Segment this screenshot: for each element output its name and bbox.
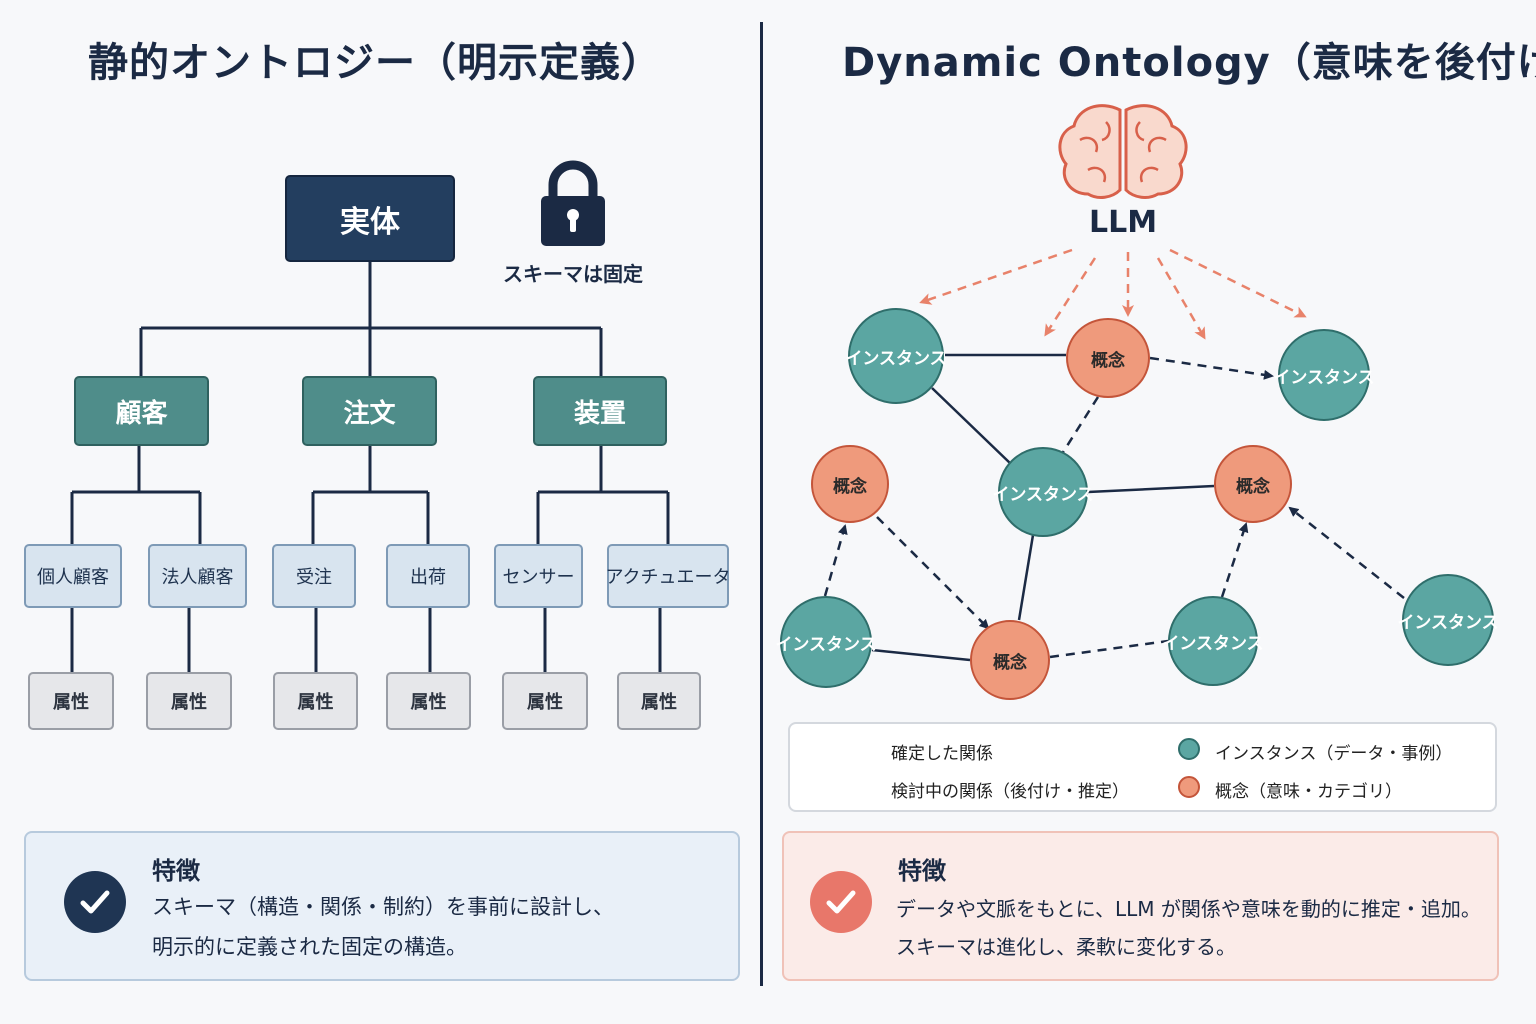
features-heading: 特徴 — [152, 857, 200, 885]
legend-dashed-label: 検討中の関係（後付け・推定） — [891, 782, 1129, 802]
sub-individual-customer: 個人顧客 — [24, 544, 122, 608]
attribute-node: 属性 — [502, 672, 588, 730]
concept-node: 概念 — [970, 620, 1050, 700]
legend-instance-swatch — [1178, 738, 1200, 760]
tentative-edges — [823, 356, 1405, 659]
brain-icon — [1058, 104, 1188, 199]
legend-concept-label: 概念（意味・カテゴリ） — [1215, 782, 1402, 802]
lock-label: スキーマは固定 — [503, 262, 643, 286]
attribute-node: 属性 — [617, 672, 701, 730]
instance-node: インスタンス — [992, 447, 1094, 537]
confirmed-edges — [871, 353, 1215, 662]
root-node: 実体 — [285, 175, 455, 262]
llm-label: LLM — [1089, 205, 1158, 240]
legend-solid-label: 確定した関係 — [891, 744, 993, 764]
llm-arrows — [919, 248, 1307, 340]
instance-node: インスタンス — [1397, 574, 1499, 666]
right-title: Dynamic Ontology（意味を後付け） — [842, 40, 1536, 86]
left-title: 静的オントロジー（明示定義） — [88, 40, 662, 86]
static-features-panel: 特徴 スキーマ（構造・関係・制約）を事前に設計し、 明示的に定義された固定の構造… — [24, 831, 740, 981]
instance-node: インスタンス — [1273, 329, 1375, 421]
dynamic-features-panel: 特徴 データや文脈をもとに、LLM が関係や意味を動的に推定・追加。 スキーマは… — [782, 831, 1499, 981]
attribute-node: 属性 — [28, 672, 114, 730]
sub-corporate-customer: 法人顧客 — [148, 544, 247, 608]
legend: 確定した関係 検討中の関係（後付け・推定） インスタンス（データ・事例） 概念（… — [788, 722, 1497, 812]
features-line-2: スキーマは進化し、柔軟に変化する。 — [896, 935, 1236, 959]
legend-instance-label: インスタンス（データ・事例） — [1215, 744, 1453, 764]
check-icon — [64, 871, 126, 933]
instance-node: インスタンス — [775, 596, 877, 688]
legend-concept-swatch — [1178, 776, 1200, 798]
sub-sensor: センサー — [494, 544, 583, 608]
attribute-node: 属性 — [146, 672, 232, 730]
features-heading: 特徴 — [898, 857, 946, 885]
instance-node: インスタンス — [845, 308, 947, 404]
tree-lines — [70, 262, 670, 672]
features-line-1: データや文脈をもとに、LLM が関係や意味を動的に推定・追加。 — [896, 897, 1481, 921]
sub-order-received: 受注 — [272, 544, 356, 608]
attribute-node: 属性 — [273, 672, 358, 730]
concept-node: 概念 — [1214, 445, 1292, 523]
concept-node: 概念 — [811, 445, 889, 523]
features-line-2: 明示的に定義された固定の構造。 — [152, 935, 467, 959]
concept-node: 概念 — [1066, 318, 1150, 398]
lock-icon — [541, 160, 605, 246]
attribute-node: 属性 — [386, 672, 471, 730]
sub-actuator: アクチュエータ — [605, 544, 731, 608]
category-device: 装置 — [533, 376, 667, 446]
instance-node: インスタンス — [1162, 596, 1264, 686]
category-order: 注文 — [302, 376, 437, 446]
check-icon — [810, 871, 872, 933]
features-line-1: スキーマ（構造・関係・制約）を事前に設計し、 — [152, 895, 614, 919]
category-customer: 顧客 — [74, 376, 209, 446]
sub-shipment: 出荷 — [386, 544, 470, 608]
center-divider — [760, 22, 763, 986]
